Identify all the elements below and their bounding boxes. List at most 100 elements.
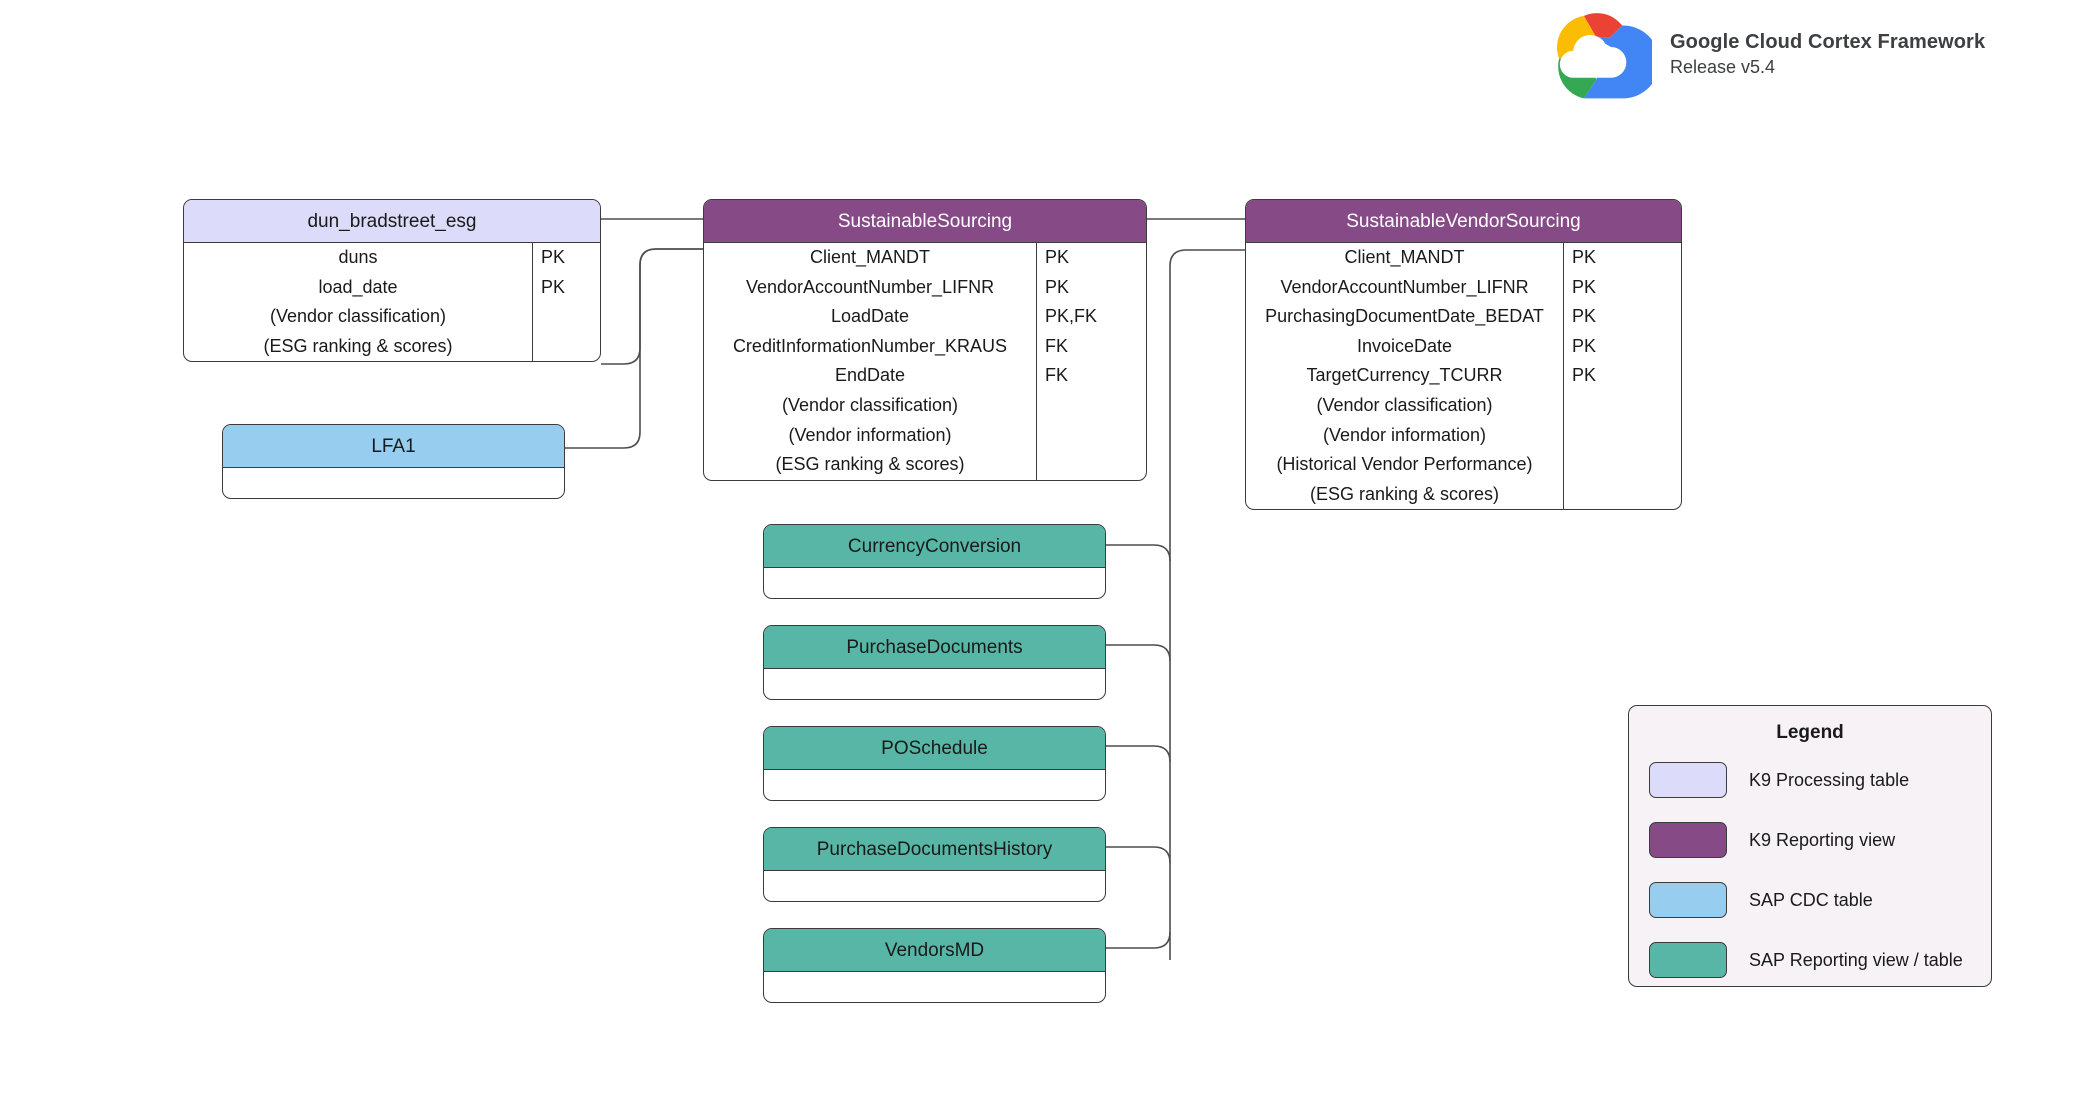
legend-swatch-k9-processing-table [1649,762,1727,798]
entity-body-lfa1 [223,468,564,498]
wire-currencyconversion-to-trunk [1106,544,1171,562]
field-row: Client_MANDT [809,247,931,267]
key-row [1037,391,1146,421]
field-row: (Vendor classification) [1316,394,1493,415]
key-row [1564,391,1681,421]
key-row: PK [541,276,566,297]
entity-body-purchase-documents [764,669,1105,699]
legend-item-k9-reporting-view: K9 Reporting view [1649,810,1971,870]
field-row: load_date [318,276,398,297]
entity-dun-bradstreet-esg[interactable]: dun_bradstreet_esg duns load_date (Vendo… [183,199,601,363]
entity-purchase-documents-history[interactable]: PurchaseDocumentsHistory [763,827,1106,902]
entity-title-lfa1: LFA1 [223,425,564,468]
field-column [764,770,1105,800]
key-row: PK [1572,306,1597,327]
field-row: (Vendor classification) [269,306,447,327]
entity-body-vendors-md [764,972,1105,1002]
entity-title-purchase-documents: PurchaseDocuments [764,626,1105,669]
wire-trunk-riser-to-vendorsourcing [1169,249,1245,960]
field-row: (Historical Vendor Performance) [1276,454,1533,475]
entity-body-po-schedule [764,770,1105,800]
entity-title-dun-bradstreet-esg: dun_bradstreet_esg [184,200,600,243]
brand-text-block: Google Cloud Cortex Framework Release v5… [1670,29,1985,79]
field-column [764,568,1105,598]
field-column: duns load_date (Vendor classification) (… [184,243,532,361]
entity-title-sustainable-sourcing: SustainableSourcing [704,200,1146,243]
key-row: PK [1572,247,1597,267]
entity-purchase-documents[interactable]: PurchaseDocuments [763,625,1106,700]
field-column [764,871,1105,901]
entity-title-sustainable-vendor-sourcing: SustainableVendorSourcing [1246,200,1681,243]
field-row: PurchasingDocumentDate_BEDAT [1265,306,1544,327]
entity-body-sustainable-vendor-sourcing: Client_MANDT VendorAccountNumber_LIFNR P… [1246,243,1681,510]
entity-body-sustainable-sourcing: Client_MANDT VendorAccountNumber_LIFNR L… [704,243,1146,480]
entity-po-schedule[interactable]: POSchedule [763,726,1106,801]
field-row: duns [338,247,378,267]
legend-swatch-sap-reporting-view [1649,942,1727,978]
brand-release-version: Release v5.4 [1670,56,1776,77]
key-row [1037,421,1146,451]
entity-lfa1[interactable]: LFA1 [222,424,565,499]
key-row: PK,FK [1045,306,1098,327]
wire-dunbradstreet-bottom-to-sustainablesourcing [601,248,703,365]
key-row: PK [541,247,566,267]
key-row [533,302,600,332]
field-row: (Vendor information) [1322,424,1487,445]
field-row: EndDate [834,365,906,386]
key-row [1564,450,1681,480]
legend-label: SAP CDC table [1749,889,1873,910]
field-row: LoadDate [830,306,910,327]
entity-title-currency-conversion: CurrencyConversion [764,525,1105,568]
entity-currency-conversion[interactable]: CurrencyConversion [763,524,1106,599]
legend-label: K9 Reporting view [1749,829,1896,850]
key-row [1037,450,1146,480]
field-column [764,669,1105,699]
field-row: (Vendor classification) [781,394,959,415]
key-row: PK [1572,365,1597,386]
field-column [764,972,1105,1002]
entity-vendors-md[interactable]: VendorsMD [763,928,1106,1003]
wire-poschedule-to-trunk [1106,745,1171,763]
field-column [223,468,564,498]
legend-label: SAP Reporting view / table [1749,949,1963,970]
entity-body-currency-conversion [764,568,1105,598]
brand-title: Google Cloud Cortex Framework [1670,30,1986,53]
field-row: VendorAccountNumber_LIFNR [1280,276,1529,297]
entity-title-vendors-md: VendorsMD [764,929,1105,972]
key-column: PK PK PK,FK FK FK [1036,243,1146,480]
legend-panel: Legend K9 Processing table K9 Reporting … [1628,705,1992,987]
wire-purchasedocumentshistory-to-trunk [1106,846,1171,864]
key-row [533,332,600,362]
key-row: PK [1045,247,1070,267]
field-row: (Vendor information) [788,424,952,445]
entity-title-po-schedule: POSchedule [764,727,1105,770]
key-row: PK [1572,276,1597,297]
brand-header: Google Cloud Cortex Framework Release v5… [1540,8,1985,100]
wire-purchasedocuments-to-trunk [1106,644,1171,662]
field-column: Client_MANDT VendorAccountNumber_LIFNR P… [1246,243,1563,509]
key-row: PK [1045,276,1070,297]
field-row: VendorAccountNumber_LIFNR [745,276,995,297]
field-row: CreditInformationNumber_KRAUS [732,335,1008,356]
entity-body-dun-bradstreet-esg: duns load_date (Vendor classification) (… [184,243,600,362]
field-column: Client_MANDT VendorAccountNumber_LIFNR L… [704,243,1036,480]
wire-vendorsmd-to-trunk [1106,931,1171,949]
key-row: FK [1045,365,1069,386]
legend-title: Legend [1776,722,1844,743]
entity-title-purchase-documents-history: PurchaseDocumentsHistory [764,828,1105,871]
key-row: PK [1572,335,1597,356]
field-row: (ESG ranking & scores) [263,335,453,356]
field-row: Client_MANDT [1344,247,1465,267]
legend-swatch-sap-cdc-table [1649,882,1727,918]
field-row: (ESG ranking & scores) [1309,483,1500,504]
entity-sustainable-sourcing[interactable]: SustainableSourcing Client_MANDT VendorA… [703,199,1147,481]
field-row: TargetCurrency_TCURR [1306,365,1503,386]
key-column: PK PK [532,243,600,362]
google-cloud-logo-icon [1557,13,1652,99]
field-row: InvoiceDate [1356,335,1453,356]
entity-sustainable-vendor-sourcing[interactable]: SustainableVendorSourcing Client_MANDT V… [1245,199,1682,511]
key-column: PK PK PK PK PK [1563,243,1681,510]
key-row [1564,480,1681,510]
entity-body-purchase-documents-history [764,871,1105,901]
